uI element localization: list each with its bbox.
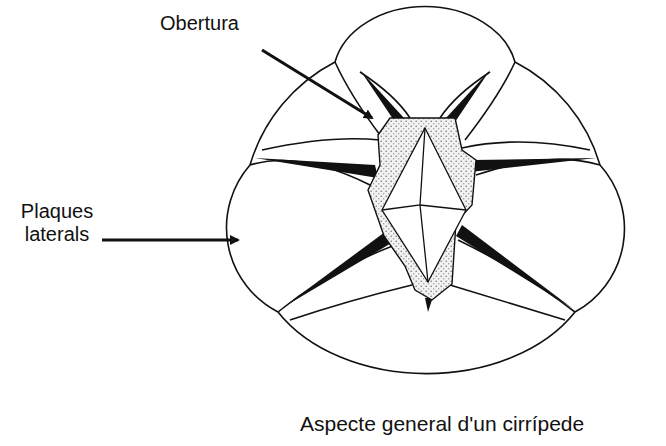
leader-arrow bbox=[102, 239, 238, 242]
part-label: Obertura bbox=[160, 12, 239, 35]
leader-arrow bbox=[262, 50, 372, 118]
caption: Aspecte general d'un cirrípede bbox=[300, 412, 584, 436]
shell-outline bbox=[227, 7, 625, 374]
plate-sutures bbox=[255, 70, 596, 312]
opening-area bbox=[368, 118, 476, 300]
part-label: Plaques laterals bbox=[12, 200, 102, 246]
operculum bbox=[382, 128, 466, 282]
